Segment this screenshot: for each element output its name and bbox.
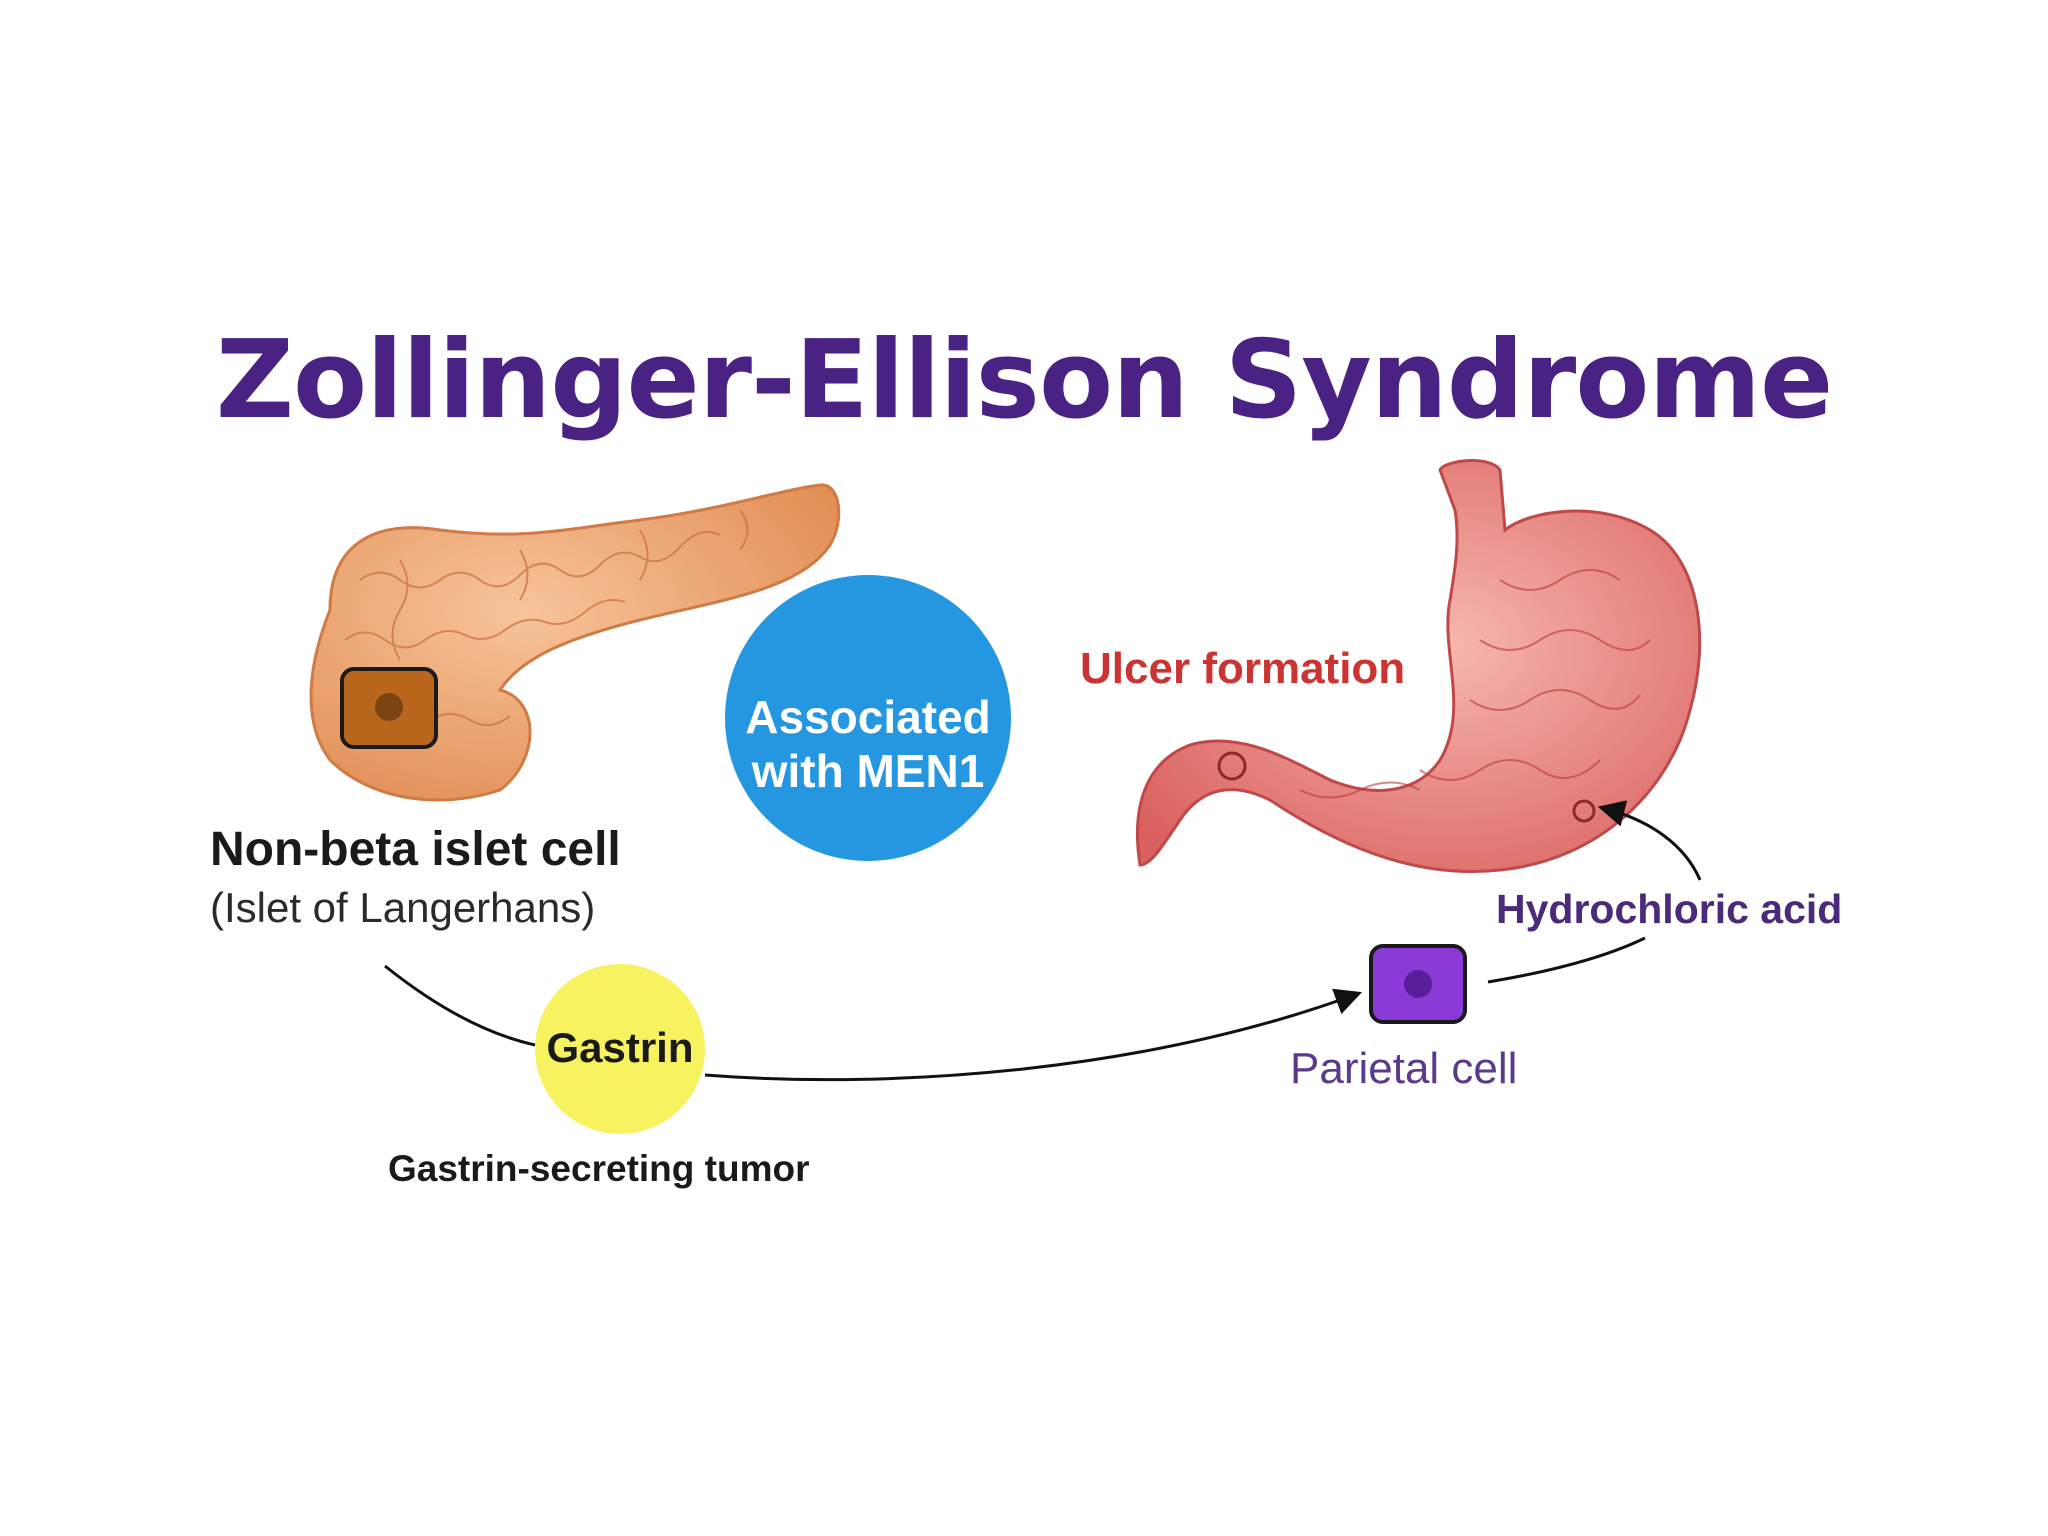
non-beta-cell-icon bbox=[340, 667, 438, 749]
hcl-label: Hydrochloric acid bbox=[1496, 886, 1843, 932]
ulcer-label: Ulcer formation bbox=[1080, 644, 1406, 693]
men1-line2: with MEN1 bbox=[718, 744, 1018, 798]
ulcer-spot-icon bbox=[1217, 751, 1247, 781]
arrow-islet-to-gastrin bbox=[384, 964, 536, 1047]
arrow-parietal-to-hcl bbox=[1487, 936, 1646, 984]
men1-line2-prefix: with bbox=[751, 745, 857, 797]
ulcer-spot-icon bbox=[1572, 799, 1596, 823]
men1-line1: Associated bbox=[745, 691, 991, 743]
men1-badge bbox=[725, 575, 1011, 861]
diagram-title: Zollinger-Ellison Syndrome bbox=[215, 318, 1834, 443]
arrow-hcl-to-ulcer bbox=[1597, 800, 1702, 881]
gastrin-bubble bbox=[535, 964, 705, 1134]
arrow-gastrin-to-parietal bbox=[704, 988, 1363, 1082]
gastrin-label: Gastrin bbox=[546, 1024, 694, 1071]
pancreas-body bbox=[309, 483, 841, 802]
stomach-rugae bbox=[1299, 569, 1651, 799]
men1-line2-bold: MEN1 bbox=[856, 745, 985, 797]
stomach-illustration bbox=[1135, 459, 1702, 874]
parietal-cell-icon bbox=[1369, 944, 1467, 1024]
tumor-label: Gastrin-secreting tumor bbox=[388, 1148, 810, 1189]
parietal-cell-label: Parietal cell bbox=[1290, 1044, 1518, 1093]
stomach-body bbox=[1135, 459, 1702, 874]
non-beta-cell-label: Non-beta islet cell bbox=[210, 823, 621, 876]
men1-label: Associated with MEN1 bbox=[718, 690, 1018, 798]
islet-sublabel: (Islet of Langerhans) bbox=[210, 884, 596, 931]
